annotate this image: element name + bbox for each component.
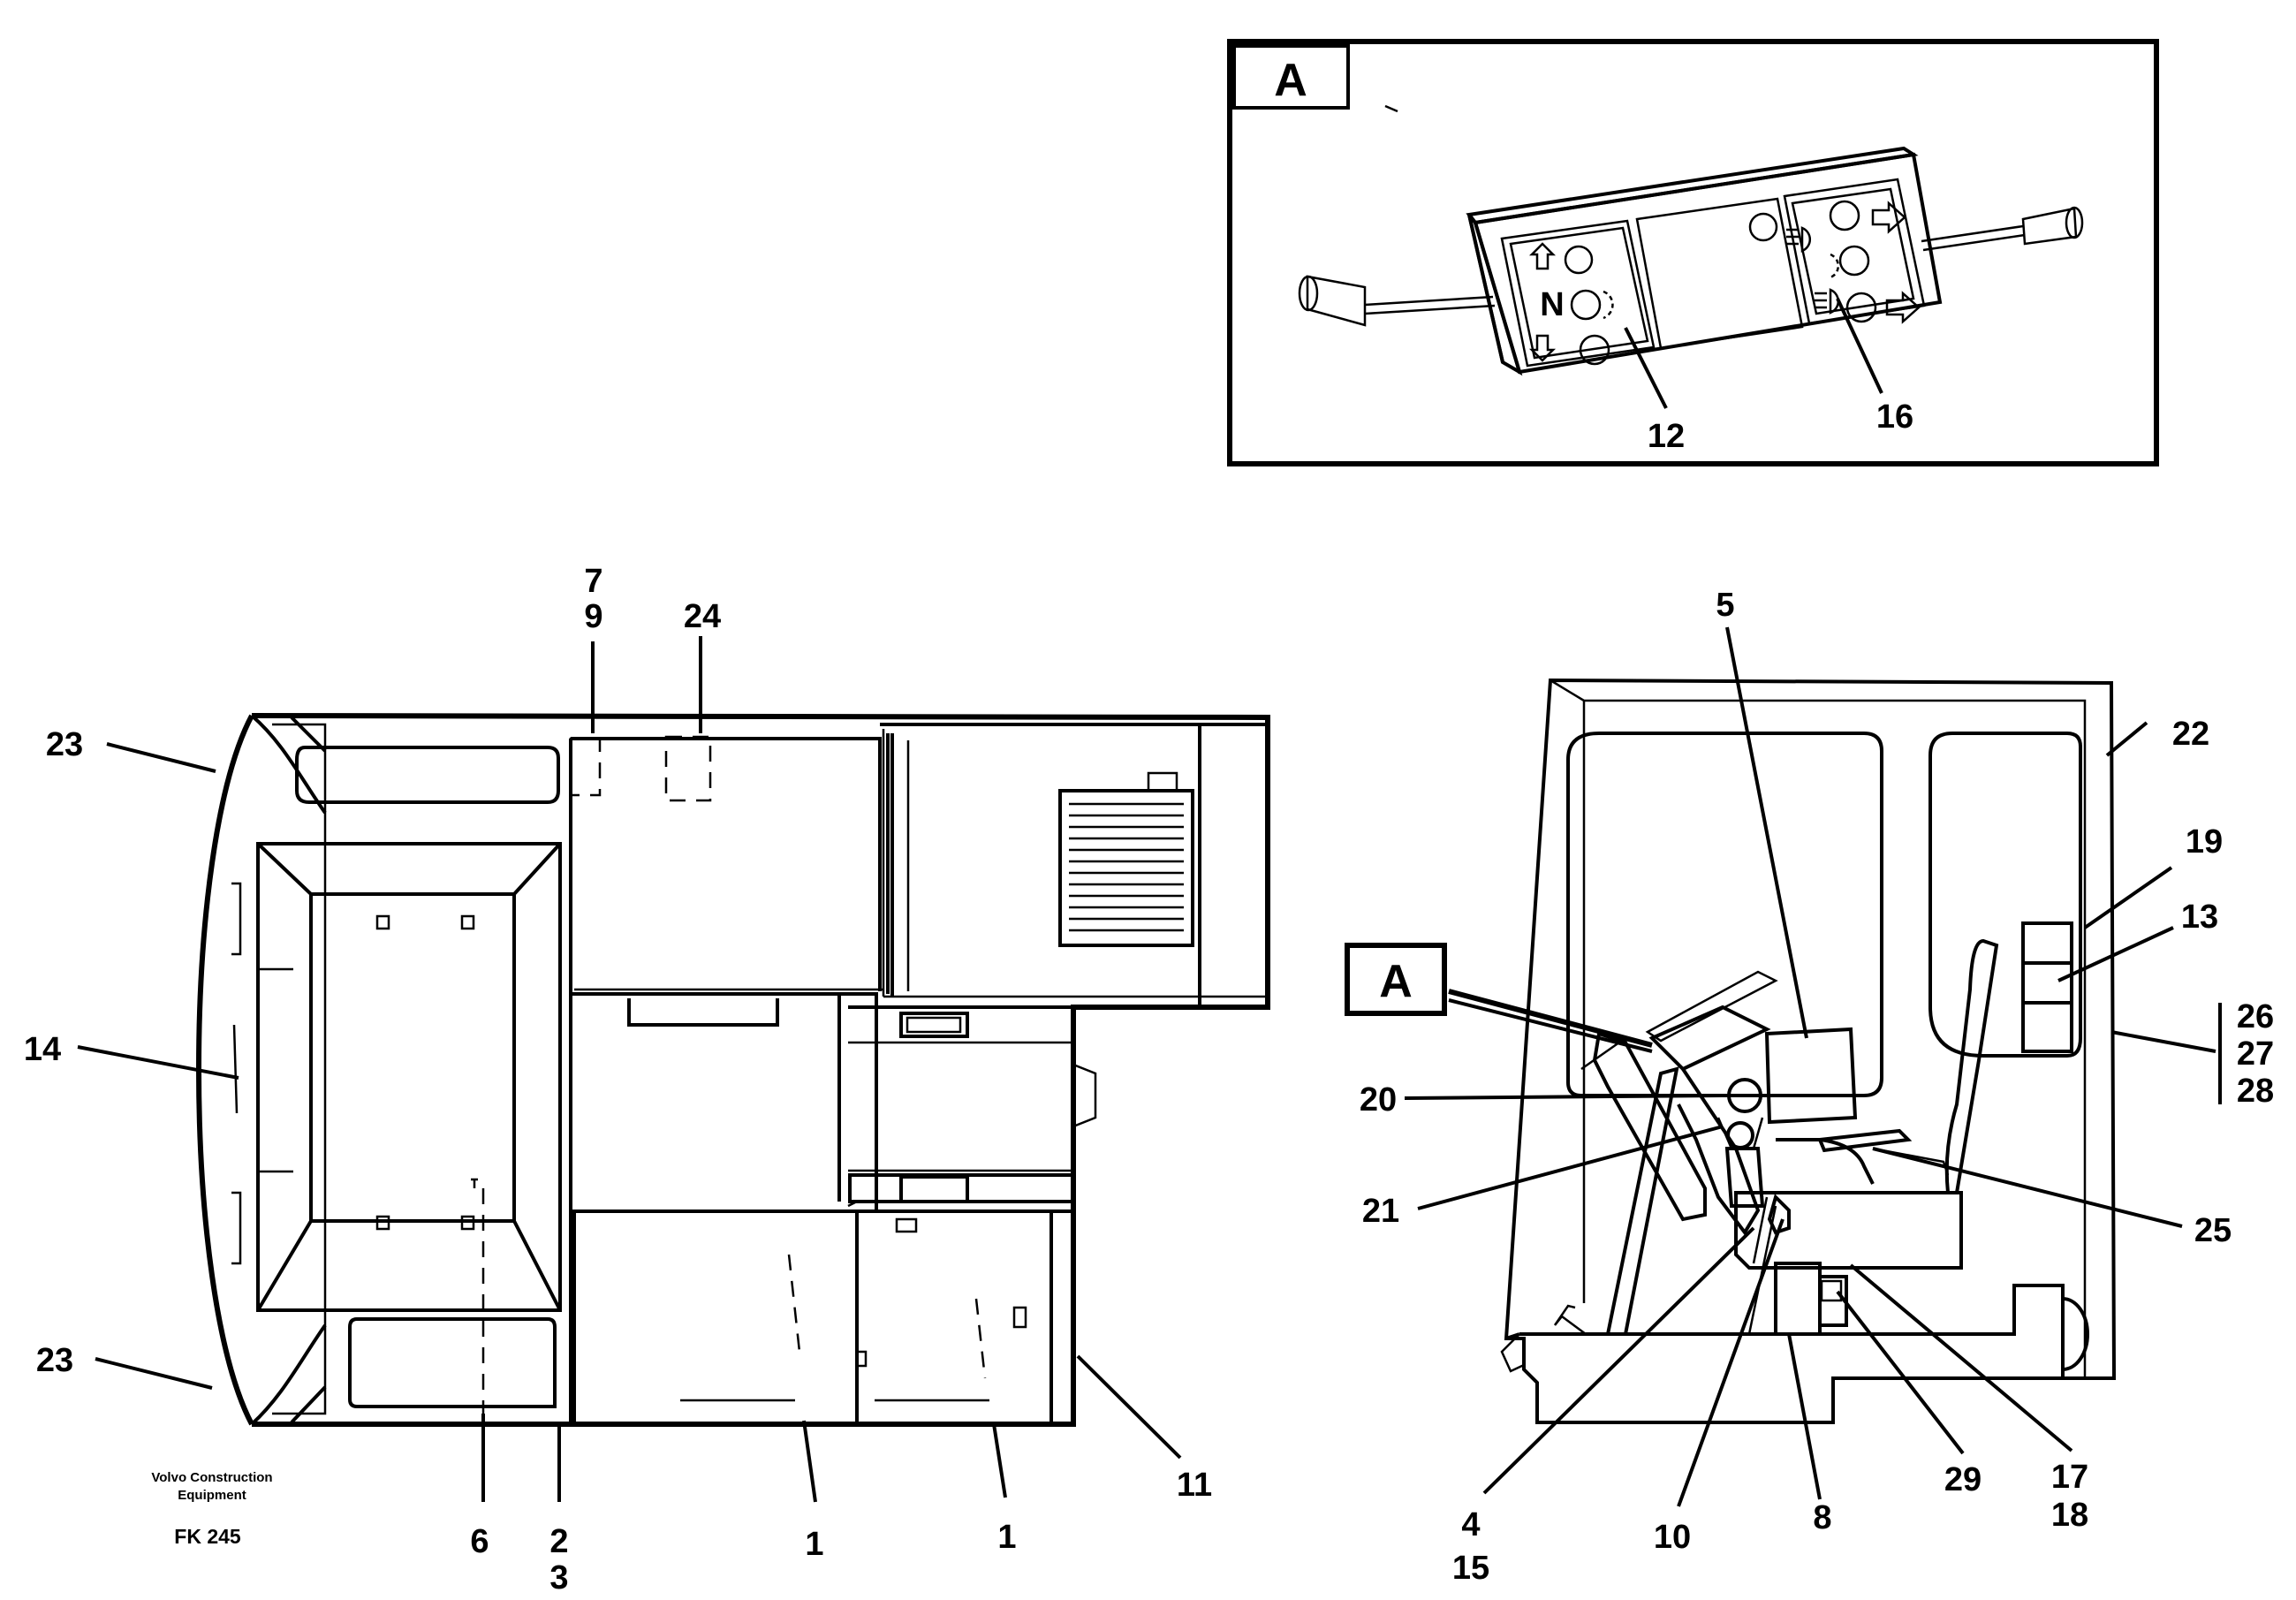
callout-23-top: 23 (46, 726, 83, 763)
callout-16: 16 (1876, 398, 1913, 436)
callout-5: 5 (1716, 587, 1734, 624)
callout-19: 19 (2186, 823, 2223, 861)
callout-23-bottom: 23 (36, 1342, 73, 1379)
manufacturer-line-1: Volvo Construction (151, 1470, 272, 1485)
detail-a-frame (1227, 39, 2159, 466)
callout-28: 28 (2237, 1073, 2274, 1110)
neutral-symbol: N (1540, 286, 1564, 323)
callout-1-left: 1 (805, 1526, 823, 1563)
callout-4: 4 (1461, 1506, 1480, 1543)
callout-6: 6 (470, 1523, 489, 1560)
figure-code: FK 245 (174, 1525, 241, 1548)
detail-a-letter-box (1232, 44, 1350, 110)
side-window (1928, 732, 2082, 1058)
callout-11: 11 (1177, 1467, 1212, 1504)
callout-9: 9 (584, 598, 602, 635)
callout-15: 15 (1452, 1550, 1489, 1587)
callout-10: 10 (1654, 1519, 1691, 1556)
callout-25: 25 (2194, 1212, 2232, 1249)
combination-switch: N (1298, 146, 2084, 376)
callout-13: 13 (2181, 899, 2218, 936)
side-view-letter-box (1345, 943, 1447, 1016)
callout-8: 8 (1813, 1499, 1831, 1536)
callout-18: 18 (2051, 1497, 2088, 1534)
callout-24: 24 (684, 598, 721, 635)
curved-cab-wall (196, 714, 254, 1426)
callout-22: 22 (2172, 716, 2209, 753)
side-view-letter: A (1379, 956, 1413, 1007)
operator-seat-back (1944, 938, 1999, 1194)
callout-26: 26 (2237, 998, 2274, 1035)
callout-1-right: 1 (997, 1519, 1016, 1556)
manufacturer-line-2: Equipment (178, 1488, 246, 1503)
callout-27: 27 (2237, 1035, 2274, 1073)
detail-a-panel: A N (1227, 39, 2159, 466)
cab-side-view: A 5 22 19 13 26 27 28 20 21 25 4 15 10 8… (1345, 587, 2274, 1587)
seat-cushion (309, 892, 516, 1223)
callout-21: 21 (1362, 1193, 1399, 1230)
callout-3: 3 (549, 1559, 568, 1596)
callout-17: 17 (2051, 1459, 2088, 1496)
cab-plan-view: 23 14 23 7 9 24 6 2 3 1 1 11 Volvo Const… (24, 563, 1270, 1596)
callout-14: 14 (24, 1031, 61, 1068)
detail-a-letter: A (1274, 55, 1307, 106)
callout-12: 12 (1648, 418, 1685, 455)
callout-29: 29 (1944, 1461, 1982, 1498)
seat-frame (256, 842, 562, 1312)
callout-2: 2 (549, 1523, 568, 1560)
cab-shell (1504, 678, 2117, 1424)
radiator-grille (1058, 789, 1194, 947)
front-window (1566, 732, 1883, 1097)
callout-20: 20 (1360, 1081, 1397, 1118)
callout-7: 7 (584, 563, 602, 600)
cab-outline (251, 713, 1270, 1427)
